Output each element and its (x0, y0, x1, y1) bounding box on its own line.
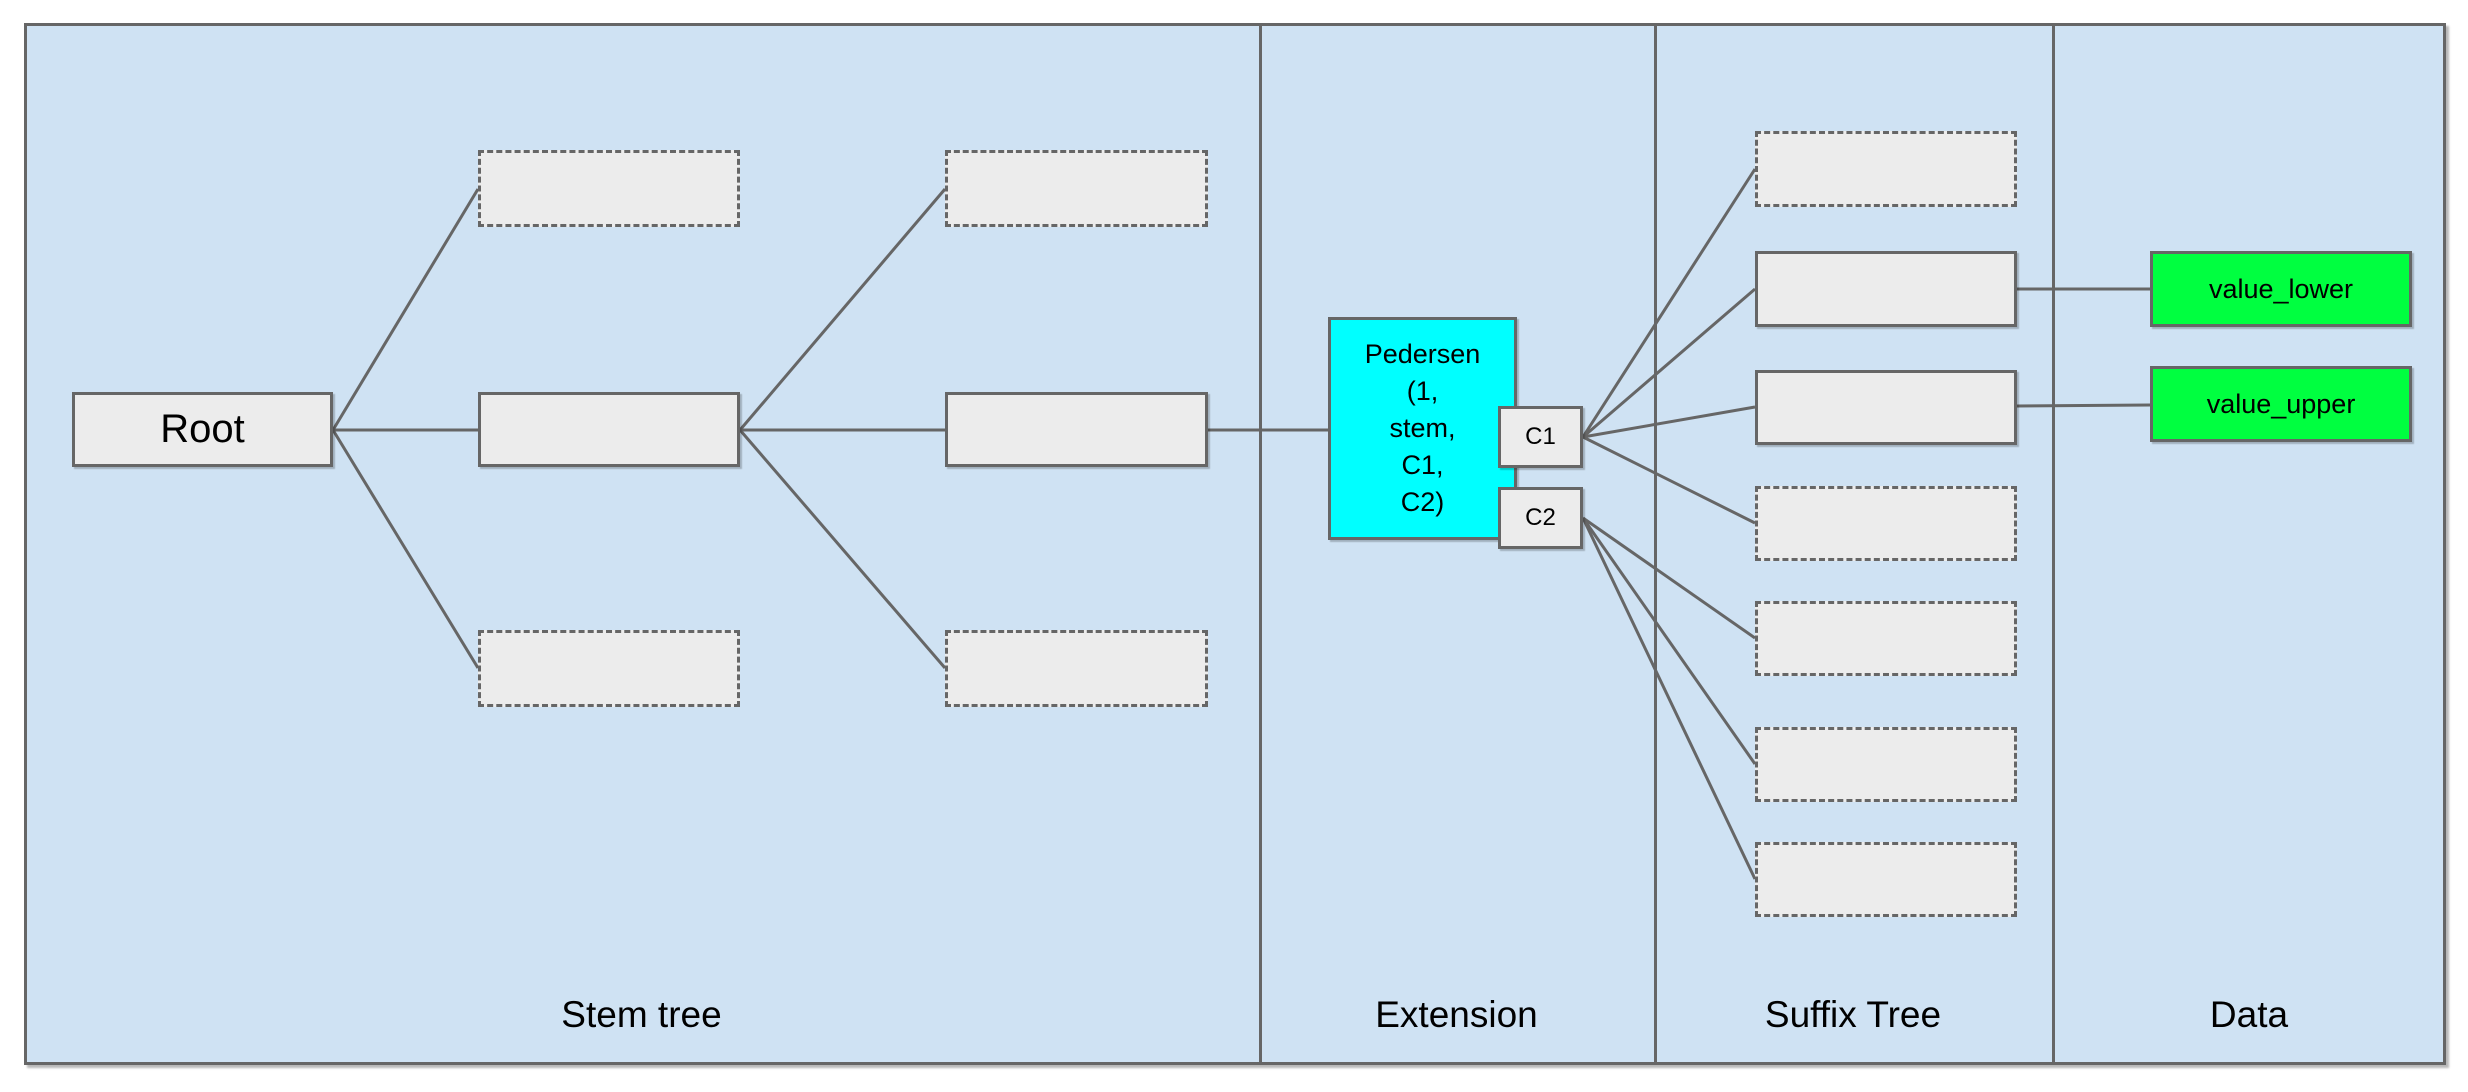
edge-c2-to-suffix6 (1581, 517, 1757, 765)
edge-c2-to-suffix5 (1582, 516, 1756, 640)
edge-root-to-stem1-lower (331, 429, 480, 669)
suffix-node-4-placeholder (1755, 486, 2017, 561)
value-upper-label: value_upper (2206, 388, 2356, 419)
edge-stem1-to-stem2-upper (738, 188, 947, 431)
section-label-extension: Extension (1375, 994, 1538, 1035)
suffix-node-2 (1755, 251, 2017, 327)
value-upper-node: value_upper (2150, 366, 2412, 442)
edge-root-to-stem1-upper (331, 188, 480, 431)
c1-port-node: C1 (1498, 406, 1583, 468)
stem-level1-mid-node (478, 392, 740, 467)
c2-port-node: C2 (1498, 487, 1583, 549)
stem-level2-mid-node (945, 392, 1208, 467)
section-label-data: Data (2209, 994, 2289, 1035)
edge-stem1-to-stem2-lower (738, 429, 947, 669)
value-lower-node: value_lower (2150, 251, 2412, 327)
suffix-node-6-placeholder (1755, 727, 2017, 802)
suffix-node-3 (1755, 370, 2017, 445)
section-label-stem-tree: Stem tree (561, 994, 722, 1035)
pedersen-commitment-node: Pedersen (1, stem, C1, C2) (1328, 317, 1517, 540)
suffix-node-1-placeholder (1755, 131, 2017, 207)
suffix-node-7-placeholder (1755, 842, 2017, 917)
edge-c1-to-suffix2 (1582, 287, 1756, 439)
value-lower-label: value_lower (2208, 273, 2354, 304)
pedersen-commitment-label: Pedersen (1, stem, C1, C2) (1364, 339, 1481, 517)
suffix-node-5-placeholder (1755, 601, 2017, 676)
c1-port-label: C1 (1525, 423, 1556, 450)
section-label-suffix-tree: Suffix Tree (1764, 994, 1942, 1035)
lane-divider-suffix-data (2052, 23, 2055, 1065)
edge-c2-to-suffix7 (1581, 517, 1757, 880)
stem-level1-upper-placeholder-node (478, 150, 740, 227)
edge-suffix3-to-value-upper (2016, 403, 2151, 408)
root-node-label: Root (160, 407, 245, 451)
diagram-frame (24, 23, 2446, 1065)
stem-level1-lower-placeholder-node (478, 630, 740, 707)
stem-level2-lower-placeholder-node (945, 630, 1208, 707)
edge-c1-to-suffix4 (1582, 435, 1756, 525)
stem-level2-upper-placeholder-node (945, 150, 1208, 227)
edge-c1-to-suffix3 (1582, 405, 1756, 439)
c2-port-label: C2 (1525, 504, 1556, 531)
root-node: Root (72, 392, 333, 467)
lane-divider-stem-extension (1259, 23, 1262, 1065)
lane-divider-extension-suffix (1654, 23, 1657, 1065)
edge-c1-to-suffix1 (1581, 168, 1757, 438)
